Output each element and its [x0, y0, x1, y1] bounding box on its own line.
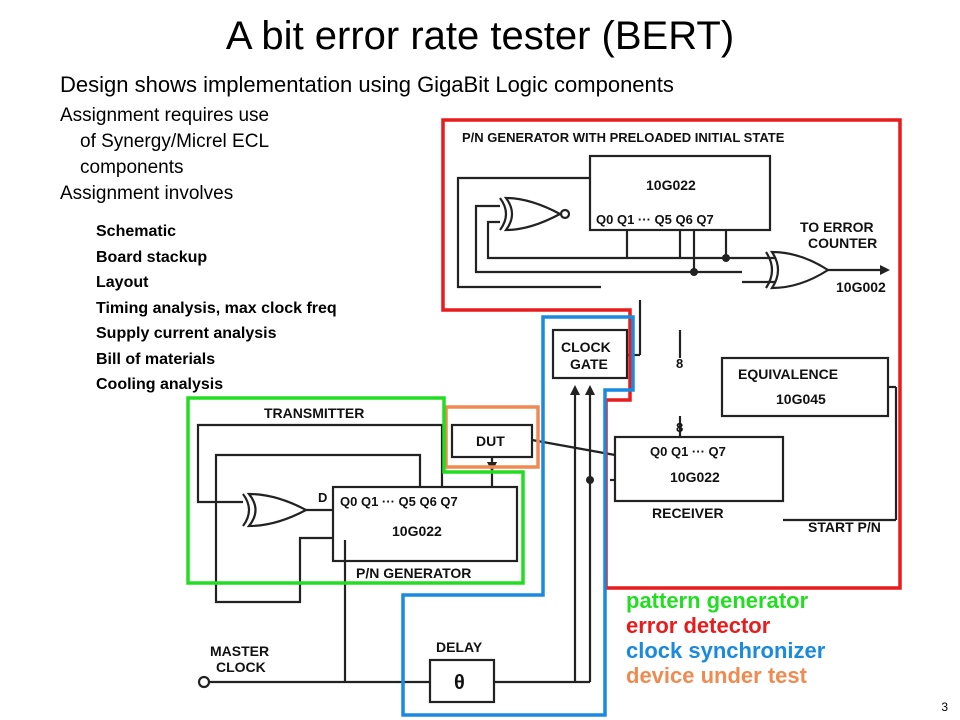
- legend-clock-synchronizer: clock synchronizer: [626, 638, 826, 663]
- top-chip-outputs: Q0 Q1 ··· Q5 Q6 Q7: [596, 212, 714, 227]
- to-error-counter-2: COUNTER: [808, 235, 877, 251]
- clock-gate-label-2: GATE: [570, 356, 608, 372]
- slide-subtitle: Design shows implementation using GigaBi…: [60, 72, 674, 97]
- master-clock-2: CLOCK: [216, 659, 266, 675]
- bus-width-2: 8: [676, 420, 683, 435]
- tx-chip-label: 10G022: [392, 523, 442, 539]
- bullet-2: Assignment involves: [60, 183, 234, 204]
- clock-gate-label-1: CLOCK: [561, 339, 611, 355]
- receiver-label: RECEIVER: [652, 505, 724, 521]
- pn-generator-label: P/N GENERATOR: [356, 565, 471, 581]
- legend-device-under-test: device under test: [626, 663, 807, 688]
- sub-bullet-list: Schematic Board stackup Layout Timing an…: [96, 219, 337, 398]
- tx-chip-outputs: Q0 Q1 ··· Q5 Q6 Q7: [340, 494, 458, 509]
- master-clock-1: MASTER: [210, 643, 269, 659]
- sub-item-supply-current: Supply current analysis: [96, 325, 277, 342]
- pattern-generator-outline: [186, 396, 525, 585]
- sub-item-board-stackup: Board stackup: [96, 248, 208, 266]
- pn-gen-header: P/N GENERATOR WITH PRELOADED INITIAL STA…: [462, 130, 785, 145]
- transmitter-label: TRANSMITTER: [264, 405, 364, 421]
- page-number: 3: [941, 700, 948, 714]
- sub-item-layout: Layout: [96, 274, 149, 291]
- top-xor-gate: [503, 196, 563, 232]
- bullet-1-line-1: Assignment requires use: [60, 105, 270, 126]
- output-xor-gate: [769, 250, 831, 290]
- sub-item-cooling: Cooling analysis: [96, 376, 224, 393]
- legend: pattern generator error detector clock s…: [626, 588, 825, 688]
- tx-xor-gate: [246, 492, 309, 528]
- transmitter-chip: [331, 485, 519, 563]
- to-error-counter-1: TO ERROR: [800, 219, 874, 235]
- bus-width-1: 8: [676, 356, 683, 371]
- receiver-outputs: Q0 Q1 ··· Q7: [650, 444, 726, 459]
- dut-label: DUT: [476, 433, 505, 449]
- delay-label: DELAY: [436, 639, 483, 655]
- equivalence-chip: 10G045: [776, 391, 826, 407]
- clock-synchronizer-outline: [401, 315, 635, 717]
- sub-item-schematic: Schematic: [96, 223, 177, 240]
- legend-pattern-generator: pattern generator: [626, 588, 809, 613]
- bullet-1-line-3: components: [80, 157, 184, 178]
- bullet-1-line-2: of Synergy/Micrel ECL: [80, 131, 270, 152]
- equivalence-label: EQUIVALENCE: [738, 366, 838, 382]
- top-chip-label: 10G022: [646, 177, 696, 193]
- device-under-test-outline: [444, 405, 540, 469]
- receiver-chip-label: 10G022: [670, 469, 720, 485]
- tx-d-label: D: [318, 490, 327, 505]
- sub-item-timing: Timing analysis, max clock freq: [96, 299, 337, 317]
- receiver-chip: [613, 435, 785, 503]
- sub-item-bom: Bill of materials: [96, 350, 216, 368]
- output-xor-chip: 10G002: [836, 279, 886, 295]
- start-pn-label: START P/N: [808, 519, 881, 535]
- theta-symbol: θ: [454, 672, 465, 694]
- legend-error-detector: error detector: [626, 613, 771, 638]
- slide-title: A bit error rate tester (BERT): [225, 14, 735, 58]
- bullet-list: Assignment requires use of Synergy/Micre…: [60, 103, 269, 207]
